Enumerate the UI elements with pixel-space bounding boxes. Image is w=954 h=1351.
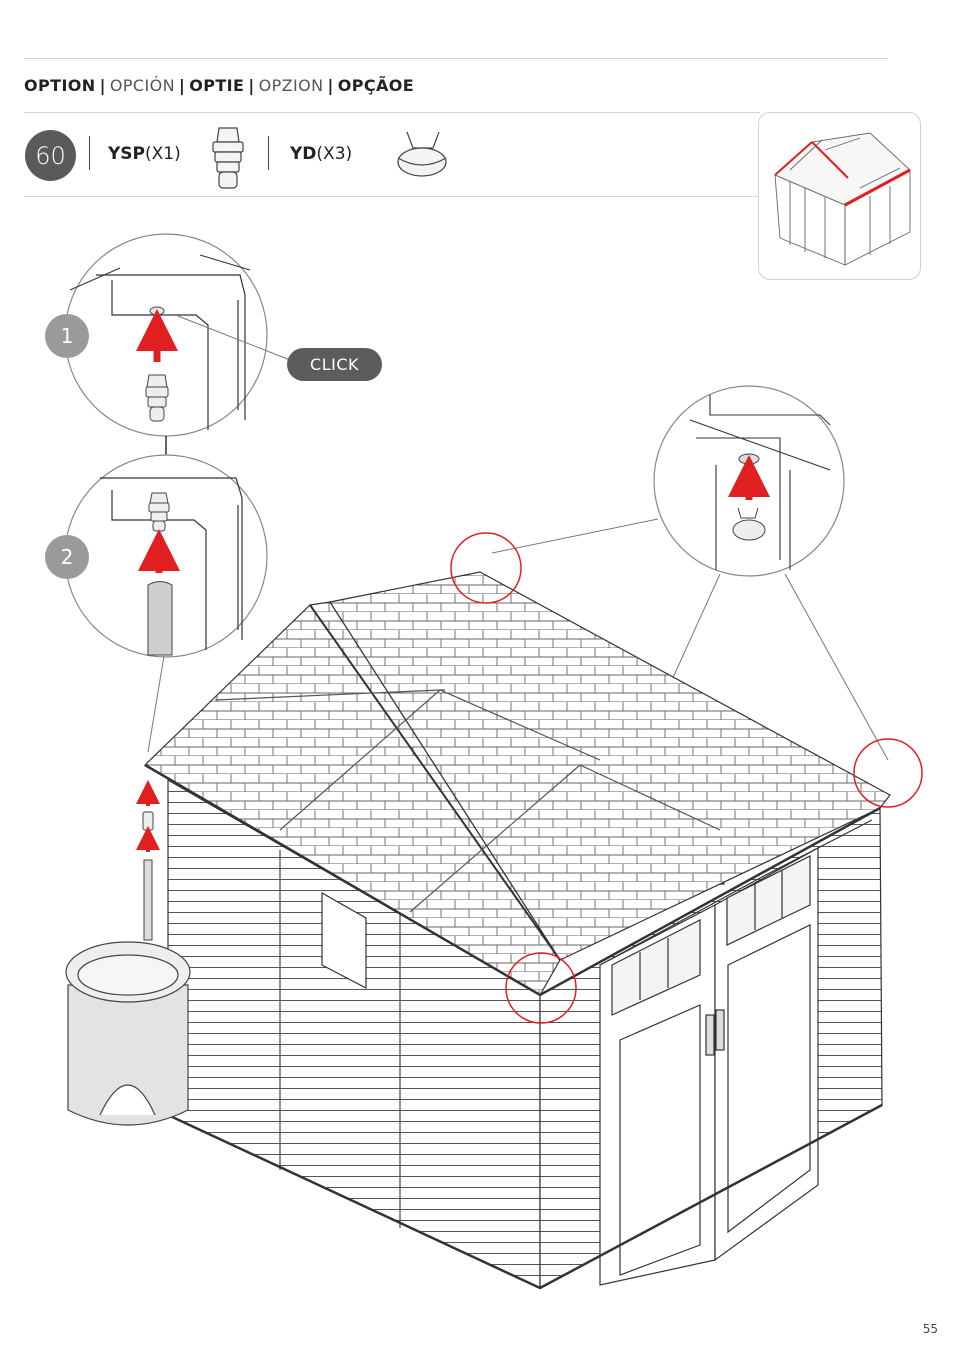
thumbnail-shed-drawing: [774, 132, 911, 266]
detail-circle-1: [64, 233, 291, 437]
sub-step-1-badge: 1: [45, 314, 89, 358]
heading-option-es: OPCIÓN: [109, 76, 175, 95]
highlight-ridge-top: [450, 532, 522, 604]
parts-rule: [24, 196, 760, 197]
detail-circle-3: [653, 385, 845, 577]
shed-drawing: [144, 571, 891, 1290]
ysp-connector-icon: [212, 127, 244, 189]
heading-rule: [24, 112, 760, 113]
heading-option-en: OPTION: [24, 76, 96, 95]
page-number: 55: [922, 1322, 938, 1336]
parts-divider-1: [89, 136, 90, 170]
top-rule: [24, 58, 888, 59]
downspout-assembly: [136, 780, 160, 941]
yd-cap-icon: [397, 131, 447, 177]
sub-step-2-badge: 2: [45, 535, 89, 579]
heading-option-nl: OPTIE: [189, 76, 245, 95]
part-yd-label: YD(X3): [290, 144, 353, 164]
step-number-badge: 60: [25, 130, 76, 181]
parts-divider-2: [268, 136, 269, 170]
click-label: CLICK: [287, 348, 382, 381]
option-heading: OPTION|OPCIÓN|OPTIE|OPZION|OPÇÃOE: [24, 76, 415, 95]
highlight-front-corner: [505, 952, 577, 1024]
part-ysp-label: YSP(X1): [108, 144, 181, 164]
rain-barrel: [65, 941, 191, 1126]
heading-option-it: OPZION: [258, 76, 324, 95]
highlight-right-corner: [853, 738, 923, 808]
detail-circle-2: [64, 454, 268, 658]
heading-option-pt: OPÇÃOE: [337, 76, 415, 95]
